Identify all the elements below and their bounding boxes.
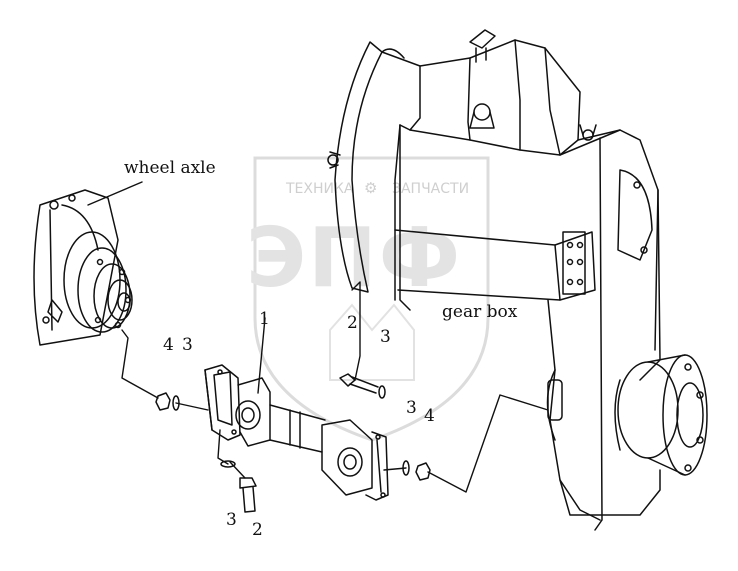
watermark-fist-icon	[329, 303, 415, 381]
callout-3-top: 3	[380, 327, 391, 347]
watermark-gear-icon: ⚙	[364, 179, 378, 197]
callout-4-right: 4	[424, 406, 435, 426]
watermark-brand-bottom: ЗАПЧАСТИ	[392, 181, 470, 197]
callout-2-bottom: 2	[252, 520, 263, 540]
assembly-center-lines	[87, 181, 549, 493]
callout-3-right: 3	[406, 398, 417, 418]
callout-3-bottom: 3	[226, 510, 237, 530]
fasteners	[155, 373, 431, 513]
wheel-axle-hub	[33, 189, 133, 346]
gear-box	[327, 29, 708, 531]
callout-1: 1	[259, 309, 270, 329]
callout-4-left: 4	[163, 335, 174, 355]
callout-2-top: 2	[347, 313, 358, 333]
wheel-axle-label: wheel axle	[124, 158, 216, 178]
drive-shaft	[204, 364, 389, 501]
watermark-brand-top: ТЕХНИКА	[286, 181, 354, 197]
callout-3-left: 3	[182, 335, 193, 355]
gear-box-label: gear box	[442, 302, 518, 322]
watermark-logo-text: ЭПФ	[246, 211, 463, 306]
